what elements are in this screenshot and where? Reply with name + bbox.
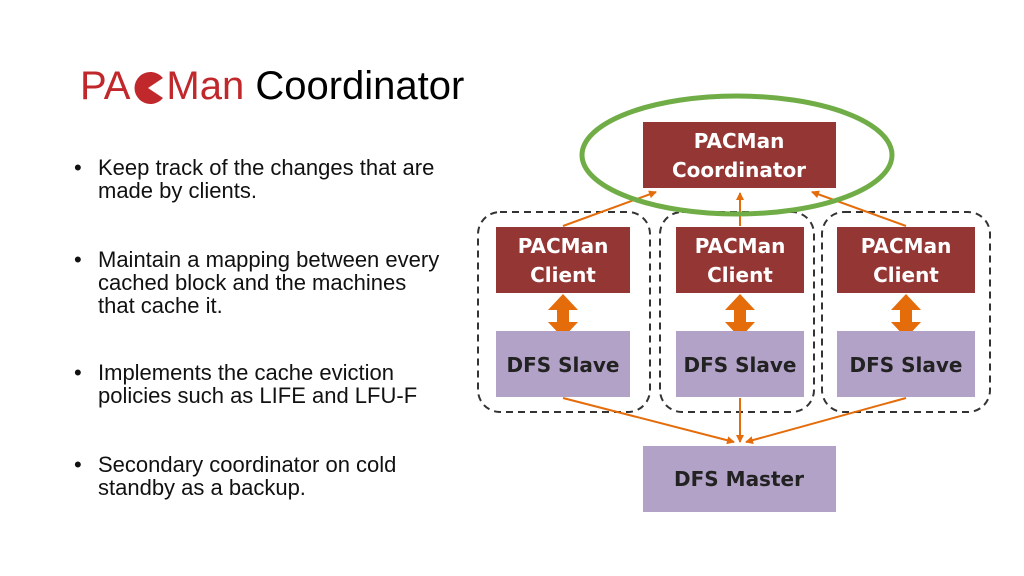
client-to-coordinator-arrow (562, 190, 657, 227)
client-label-1: PACMan (518, 234, 609, 258)
client-slave-double-arrow (725, 294, 755, 338)
client-box (837, 227, 975, 293)
title-man: Man (166, 64, 245, 108)
slave-box (837, 331, 975, 397)
bullet-item: •Secondary coordinator on cold standby a… (74, 452, 397, 500)
node-group-3 (821, 211, 991, 413)
title-coordinator: Coordinator (255, 64, 465, 108)
bullet-text: Maintain a mapping between every cached … (98, 247, 440, 318)
client-label-1: PACMan (695, 234, 786, 258)
slave-to-master-arrow (562, 397, 735, 445)
bullet-text: Implements the cache eviction policies s… (98, 360, 418, 408)
client-box (496, 227, 630, 293)
slave-label: DFS Slave (507, 353, 620, 377)
client-label-2: Client (707, 263, 773, 287)
bullet-text: Secondary coordinator on cold standby as… (98, 452, 397, 500)
slave-box (496, 331, 630, 397)
bullet-item: •Implements the cache eviction policies … (74, 360, 418, 408)
bullet-text: Keep track of the changes that are made … (98, 155, 435, 203)
client-label-2: Client (873, 263, 939, 287)
slave-box (676, 331, 804, 397)
slave-to-master-arrow (745, 397, 907, 445)
pacman-icon (131, 66, 165, 118)
client-box (676, 227, 804, 293)
slave-label: DFS Slave (850, 353, 963, 377)
client-label-1: PACMan (861, 234, 952, 258)
master-box (643, 446, 836, 512)
slave-label: DFS Slave (684, 353, 797, 377)
slide-title: PA Man Coordinator (80, 60, 464, 118)
client-label-2: Client (530, 263, 596, 287)
client-slave-double-arrow (548, 294, 578, 338)
node-group-1 (477, 211, 651, 413)
title-pa: PA (80, 64, 131, 108)
bullet-item: •Keep track of the changes that are made… (74, 155, 435, 203)
coordinator-box (643, 122, 836, 188)
coordinator-label-2: Coordinator (672, 158, 806, 182)
client-slave-double-arrow (891, 294, 921, 338)
coordinator-label-1: PACMan (694, 129, 785, 153)
client-to-coordinator-arrow (811, 190, 907, 227)
master-label: DFS Master (674, 467, 804, 491)
highlight-ring (579, 93, 895, 217)
bullet-item: •Maintain a mapping between every cached… (74, 247, 440, 318)
